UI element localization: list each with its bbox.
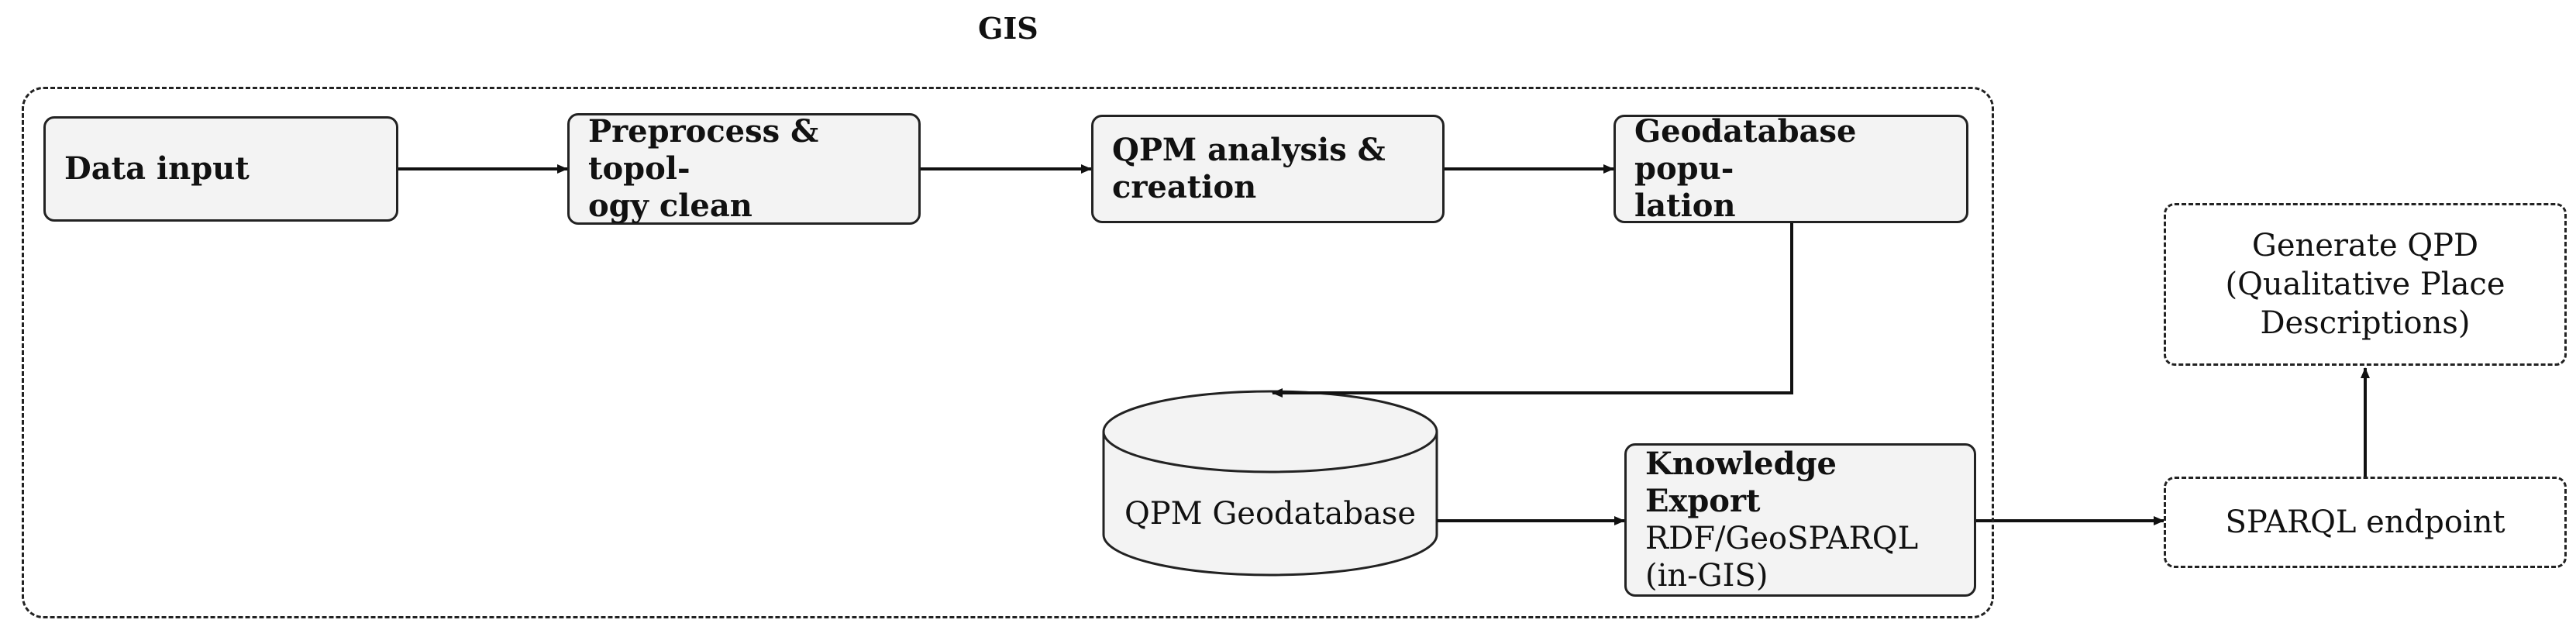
node-generate-qpd-label-line2: (Qualitative Place [2225, 267, 2505, 302]
node-preprocess-label-line1: Preprocess & topol- [588, 113, 819, 187]
node-generate-qpd-label-line1: Generate QPD [2251, 228, 2479, 263]
node-preprocess-label-line2: ogy clean [588, 188, 752, 224]
node-data-input-label: Data input [64, 150, 250, 187]
node-sparql-endpoint: SPARQL endpoint [2164, 477, 2567, 568]
node-knowledge-export-label-line1: Knowledge Export [1645, 446, 1837, 519]
node-knowledge-export-label-line2: RDF/GeoSPARQL [1645, 521, 1919, 556]
node-knowledge-export-label-line3: (in-GIS) [1645, 558, 1768, 594]
node-qpm-analysis: QPM analysis & creation [1091, 115, 1445, 223]
node-sparql-endpoint-label: SPARQL endpoint [2225, 504, 2505, 540]
node-generate-qpd: Generate QPD (Qualitative Place Descript… [2164, 203, 2567, 366]
qpm-geodatabase-cylinder [1102, 390, 1438, 577]
node-geodatabase-population-label-line2: lation [1634, 188, 1736, 224]
edge-geodbpop-qpmgeodatabase [1272, 223, 1793, 398]
node-geodatabase-population-label-line1: Geodatabase popu- [1634, 113, 1857, 187]
node-qpm-analysis-label-line1: QPM analysis & [1112, 132, 1386, 168]
diagram-title: GIS [978, 11, 1038, 46]
node-knowledge-export: Knowledge Export RDF/GeoSPARQL (in-GIS) [1624, 443, 1976, 597]
node-preprocess: Preprocess & topol- ogy clean [567, 113, 921, 225]
node-geodatabase-population: Geodatabase popu- lation [1613, 113, 1968, 224]
node-data-input: Data input [43, 116, 398, 222]
node-generate-qpd-label-line3: Descriptions) [2260, 305, 2471, 341]
gis-group-boundary [22, 87, 1994, 618]
node-qpm-analysis-label-line2: creation [1112, 169, 1257, 205]
node-qpm-geodatabase-label: QPM Geodatabase [1124, 496, 1417, 532]
